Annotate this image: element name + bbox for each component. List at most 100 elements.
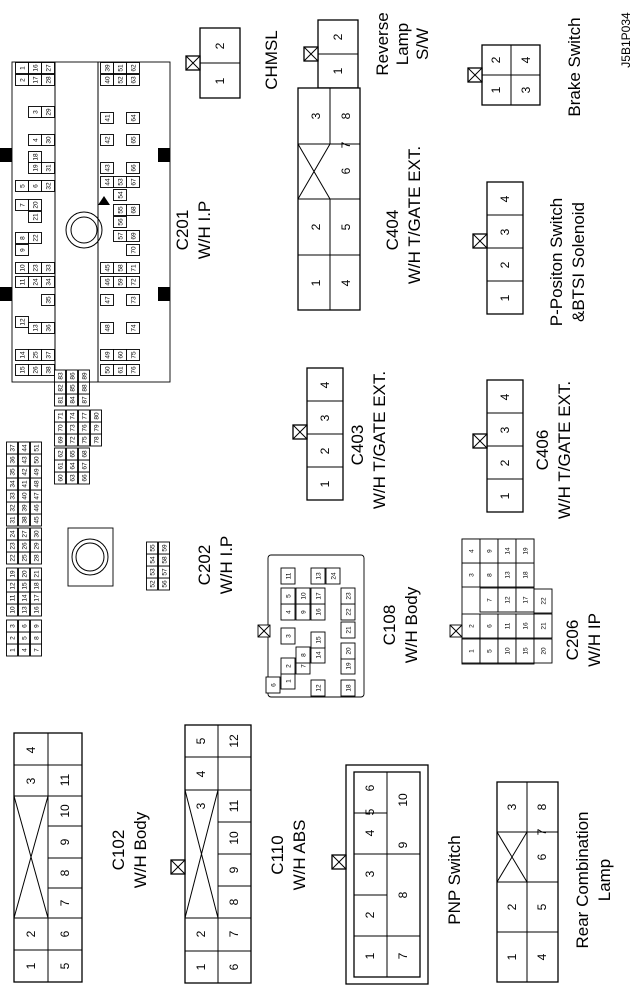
c108-pin-14: 14 [315,651,322,659]
c202-pin-34: 34 [9,480,16,488]
c202-pin-17: 17 [33,594,40,602]
c202-pin-5: 5 [21,636,28,640]
c202-pin-69: 69 [57,436,64,444]
c202-pin-32: 32 [9,504,16,512]
c206-pin-17: 17 [522,596,529,604]
c404-pin-2: 2 [309,223,323,230]
c206-pin-16: 16 [522,622,529,630]
c108-pin-19: 19 [345,662,352,670]
c202-pin-79: 79 [93,424,100,432]
c404-pin-7: 7 [339,141,353,148]
reverse-lamp-switch-connector: 1 2 [303,19,359,89]
c202-pin-35: 35 [9,468,16,476]
c202-pin-73: 73 [69,424,76,432]
c202-pin-9: 9 [33,624,40,628]
c201-pin-48: 48 [104,324,111,332]
c110-pin-3: 3 [194,802,208,809]
rear-pin-3: 3 [505,803,519,810]
c202-pin-2: 2 [9,636,16,640]
c202-pin-89: 89 [81,372,88,380]
c201-pin-7: 7 [19,203,26,207]
c202-label-2: W/H I.P [217,536,236,595]
c202-pin-33: 33 [9,492,16,500]
figure-code: J5B1P034 [619,12,633,68]
c406-label-1: C406 [533,430,552,471]
c202-pin-77: 77 [81,412,88,420]
c202-pin-7: 7 [33,648,40,652]
c108-pin-20: 20 [345,647,352,655]
c202-pin-27: 27 [21,530,28,538]
pnp-pin-3: 3 [363,870,377,877]
c206-pin-7: 7 [486,598,493,602]
c201-pin-32: 32 [45,182,52,190]
c202-pin-55: 55 [149,544,156,552]
brake-pin-3: 3 [519,86,533,93]
c110-pin-10: 10 [227,831,241,845]
c201-pin-73: 73 [130,296,137,304]
brake-pin-2: 2 [489,56,503,63]
c202-pin-24: 24 [9,530,16,538]
c202-pin-78: 78 [93,436,100,444]
c202-pin-40: 40 [21,492,28,500]
rear-pin-7: 7 [535,828,549,835]
c206-pin-22: 22 [540,597,547,605]
c201-pin-18: 18 [32,153,39,161]
pnp-pin-6: 6 [363,784,377,791]
c404-pin-8: 8 [339,112,353,119]
c206-pin-14: 14 [504,547,511,555]
c403-pin-3: 3 [318,414,332,421]
brake-pin-4: 4 [519,56,533,63]
c202-pin-3: 3 [9,624,16,628]
c108-pin-10: 10 [300,592,307,600]
c406-pin-4: 4 [498,393,512,400]
c202-pin-48: 48 [33,480,40,488]
ppos-pin-4: 4 [498,195,512,202]
c201-pin-22: 22 [32,234,39,242]
c202-pin-49: 49 [33,468,40,476]
c201-label-1: C201 [173,210,192,251]
c403-connector: 1 2 3 4 [292,367,344,501]
c403-label-1: C403 [348,425,367,466]
c206-pin-21: 21 [540,622,547,630]
c201-pin-24: 24 [32,278,39,286]
c201-pin-45: 45 [104,264,111,272]
c202-pin-1: 1 [9,648,16,652]
c102-pin-8: 8 [58,869,72,876]
c403-pin-4: 4 [318,381,332,388]
c202-pin-10: 10 [9,606,16,614]
c108-pin-6: 6 [270,683,277,687]
c108-pin-13: 13 [315,572,322,580]
c108-pin-8: 8 [300,653,307,657]
c110-label-2: W/H ABS [290,820,309,891]
c201-pin-41: 41 [104,114,111,122]
c201-pin-3: 3 [32,110,39,114]
c201-pin-25: 25 [32,351,39,359]
c404-label-1: C404 [383,210,402,251]
reverse-pin-2: 2 [331,33,345,40]
c202-pin-12: 12 [9,582,16,590]
c206-pin-9: 9 [486,549,493,553]
c110-pin-11: 11 [227,799,241,812]
c202-pin-26: 26 [21,542,28,550]
c206-pin-8: 8 [486,573,493,577]
c202-pin-57: 57 [161,568,168,576]
c201-pin-2: 2 [19,78,26,82]
rear-pin-8: 8 [535,803,549,810]
c202-pin-4: 4 [21,648,28,652]
c201-pin-54: 54 [117,191,124,199]
c202-pin-31: 31 [9,516,16,524]
c108-pin-5: 5 [285,594,292,598]
c102-label-1: C102 [109,830,128,871]
c110-pin-8: 8 [227,898,241,905]
c201-pin-46: 46 [104,278,111,286]
c202-pin-67: 67 [81,462,88,470]
c202-pin-29: 29 [33,542,40,550]
c108-label-1: C108 [380,605,399,646]
c201-pin-40: 40 [104,76,111,84]
c201-pin-15: 15 [19,366,26,374]
c108-pin-23: 23 [345,592,352,600]
c202-pin-83: 83 [57,372,64,380]
